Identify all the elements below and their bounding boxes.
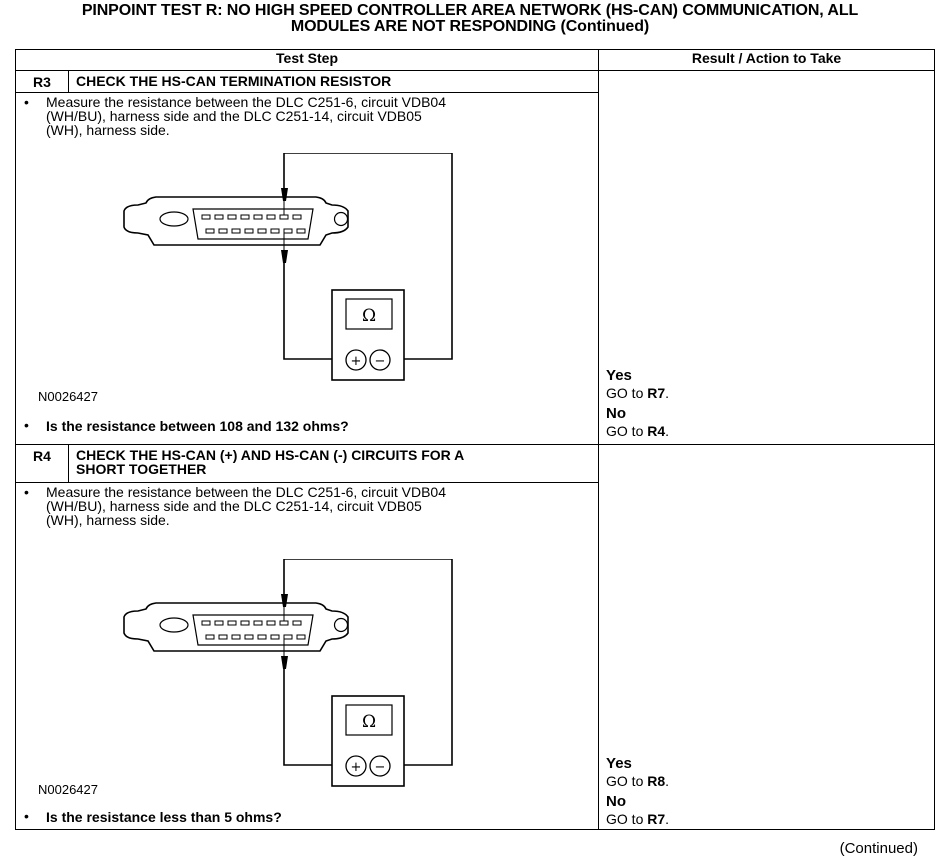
mount-hole-right-icon <box>333 617 349 633</box>
lead-positive <box>283 263 346 360</box>
plus-terminal-icon <box>345 349 367 371</box>
step-r3-title-row: R3 CHECK THE HS-CAN TERMINATION RESISTOR… <box>15 70 936 445</box>
minus-label: − <box>375 354 386 369</box>
probe-top-icon <box>281 594 288 607</box>
bullet: • <box>24 94 29 110</box>
connector-face <box>192 208 314 240</box>
step-title: CHECK THE HS-CAN TERMINATION RESISTOR <box>67 70 600 93</box>
result-yes: Yes <box>606 755 632 772</box>
mount-hole-left-icon <box>159 617 189 633</box>
connector-face <box>192 614 314 646</box>
step-r4-title-row: R4 CHECK THE HS-CAN (+) AND HS-CAN (-) C… <box>15 444 936 830</box>
result-header: Result / Action to Take <box>598 49 936 71</box>
pin-row-bottom <box>205 228 306 234</box>
step-r4-body: • Measure the resistance between the DLC… <box>14 482 600 830</box>
multimeter-icon <box>331 695 405 787</box>
bullet: • <box>24 417 29 433</box>
test-step-header: Test Step <box>14 49 600 71</box>
mount-hole-right-icon <box>333 211 349 227</box>
ohm-symbol: Ω <box>362 306 376 326</box>
result-no-action: GO to R7. <box>606 811 670 827</box>
no-target-link[interactable]: R7 <box>647 811 666 827</box>
instruction-text: Measure the resistance between the DLC C… <box>46 94 446 138</box>
dlc-connector-icon <box>123 196 349 246</box>
question-text: Is the resistance between 108 and 132 oh… <box>46 418 349 434</box>
step-r3-body-row: • Measure the resistance between the DLC… <box>14 92 935 445</box>
step-r4-body-row: • Measure the resistance between the DLC… <box>14 482 935 830</box>
continued-footer: (Continued) <box>839 840 918 857</box>
title-line-2: MODULES ARE NOT RESPONDING (Continued) <box>290 18 650 35</box>
figure-id: N0026427 <box>38 782 98 797</box>
result-yes: Yes <box>606 367 632 384</box>
minus-terminal-icon <box>369 755 391 777</box>
result-no: No <box>606 793 627 810</box>
no-target-link[interactable]: R4 <box>647 423 666 439</box>
table-header-row: Test Step Result / Action to Take <box>14 49 936 71</box>
meter-display <box>345 704 393 736</box>
pin-row-top <box>201 214 302 220</box>
meter-display <box>345 298 393 330</box>
step-title: CHECK THE HS-CAN (+) AND HS-CAN (-) CIRC… <box>67 444 600 483</box>
multimeter-icon <box>331 289 405 381</box>
ohm-symbol: Ω <box>362 712 376 732</box>
step-r4-result: Yes GO to R8. No GO to R7. <box>598 444 936 830</box>
plus-label: + <box>351 354 362 369</box>
dlc-meter-diagram: Ω + − <box>123 559 453 787</box>
mount-hole-left-icon <box>159 211 189 227</box>
bullet: • <box>24 808 29 824</box>
probe-top-icon <box>281 188 288 201</box>
probe-bottom-icon <box>281 250 288 263</box>
dlc-connector-icon <box>123 602 349 652</box>
dlc-meter-diagram: Ω + − <box>123 153 453 381</box>
minus-label: − <box>375 760 386 775</box>
pinpoint-test-table: Test Step Result / Action to Take R3 CHE… <box>14 49 936 830</box>
instruction-text: Measure the resistance between the DLC C… <box>46 484 446 528</box>
result-no: No <box>606 405 627 422</box>
minus-terminal-icon <box>369 349 391 371</box>
question-text: Is the resistance less than 5 ohms? <box>46 809 282 825</box>
bullet: • <box>24 484 29 500</box>
figure-id: N0026427 <box>38 389 98 404</box>
lead-negative <box>283 559 453 766</box>
plus-terminal-icon <box>345 755 367 777</box>
lead-positive <box>283 669 346 766</box>
yes-target-link[interactable]: R8 <box>647 773 666 789</box>
result-yes-action: GO to R7. <box>606 385 670 401</box>
page-title: PINPOINT TEST R: NO HIGH SPEED CONTROLLE… <box>4 3 936 35</box>
plus-label: + <box>351 760 362 775</box>
step-id: R4 <box>15 444 69 483</box>
step-r3-result: Yes GO to R7. No GO to R4. <box>598 70 936 445</box>
lead-negative <box>283 153 453 360</box>
step-id: R3 <box>15 70 69 93</box>
result-no-action: GO to R4. <box>606 423 670 439</box>
step-r3-body: • Measure the resistance between the DLC… <box>14 92 600 445</box>
result-yes-action: GO to R8. <box>606 773 670 789</box>
pin-row-bottom <box>205 634 306 640</box>
title-line-1: PINPOINT TEST R: NO HIGH SPEED CONTROLLE… <box>81 2 859 19</box>
yes-target-link[interactable]: R7 <box>647 385 666 401</box>
pin-row-top <box>201 620 302 626</box>
probe-bottom-icon <box>281 656 288 669</box>
